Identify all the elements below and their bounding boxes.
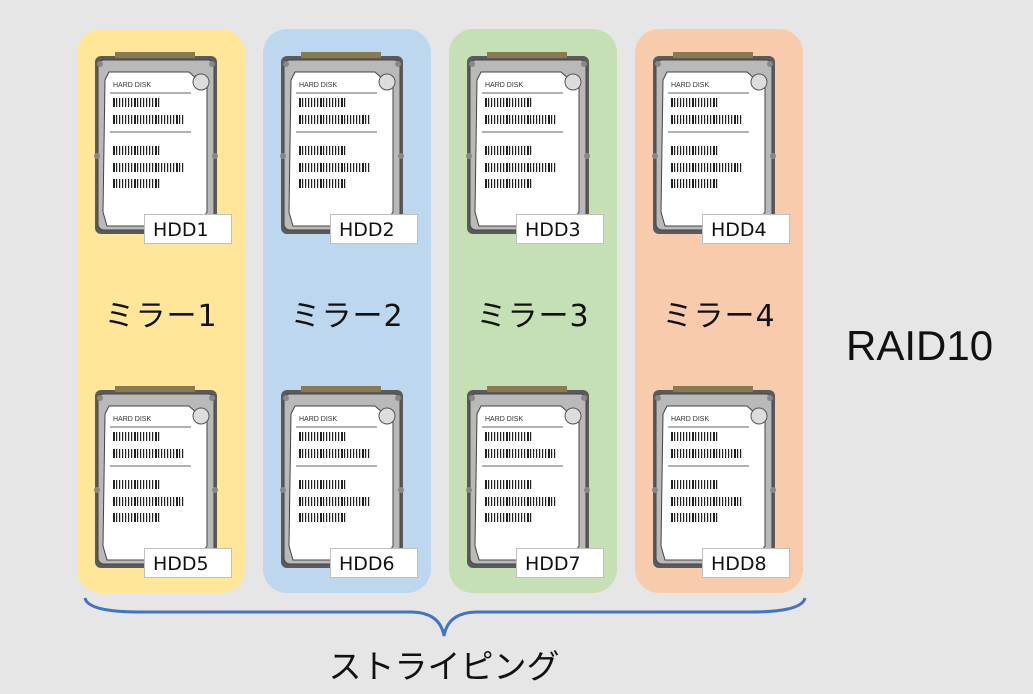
svg-text:HARD DISK: HARD DISK [671, 82, 709, 89]
mirror-label: ミラー2 [290, 299, 404, 334]
mirror-group-2: HARD DISK HDD2 HARD DISK HDD6 ミラー2 [263, 29, 431, 593]
svg-text:HARD DISK: HARD DISK [485, 82, 523, 89]
mirror-label: ミラー4 [662, 299, 776, 334]
striping-label: ストライピング [328, 647, 560, 686]
hard-disk-icon: HARD DISK [651, 386, 777, 570]
mirror-group-4: HARD DISK HDD4 HARD DISK HDD8 ミラー4 [635, 29, 803, 593]
striping-brace [83, 597, 807, 637]
disk-label: HDD1 [144, 214, 232, 244]
disk-label: HDD6 [330, 548, 418, 578]
disk-label: HDD7 [516, 548, 604, 578]
svg-text:HARD DISK: HARD DISK [671, 416, 709, 423]
hard-disk-icon: HARD DISK [93, 386, 219, 570]
mirror-label: ミラー3 [476, 299, 590, 334]
mirror-group-3: HARD DISK HDD3 HARD DISK HDD7 ミラー3 [449, 29, 617, 593]
brace-path [83, 597, 807, 637]
hard-disk-icon: HARD DISK [93, 52, 219, 236]
mirror-label: ミラー1 [104, 299, 218, 334]
svg-text:HARD DISK: HARD DISK [299, 82, 337, 89]
svg-text:HARD DISK: HARD DISK [299, 416, 337, 423]
disk-label: HDD2 [330, 214, 418, 244]
disk-label: HDD8 [702, 548, 790, 578]
hard-disk-icon: HARD DISK [465, 52, 591, 236]
svg-text:HARD DISK: HARD DISK [485, 416, 523, 423]
raid-level-label: RAID10 [846, 322, 994, 369]
hard-disk-icon: HARD DISK [279, 52, 405, 236]
disk-label: HDD4 [702, 214, 790, 244]
mirror-group-1: HARD DISK HDD1 HARD DISK HDD5 ミラー1 [77, 29, 245, 593]
hard-disk-icon: HARD DISK [279, 386, 405, 570]
hard-disk-icon: HARD DISK [465, 386, 591, 570]
hard-disk-icon: HARD DISK [651, 52, 777, 236]
disk-label: HDD3 [516, 214, 604, 244]
svg-text:HARD DISK: HARD DISK [113, 416, 151, 423]
disk-label: HDD5 [144, 548, 232, 578]
svg-text:HARD DISK: HARD DISK [113, 82, 151, 89]
